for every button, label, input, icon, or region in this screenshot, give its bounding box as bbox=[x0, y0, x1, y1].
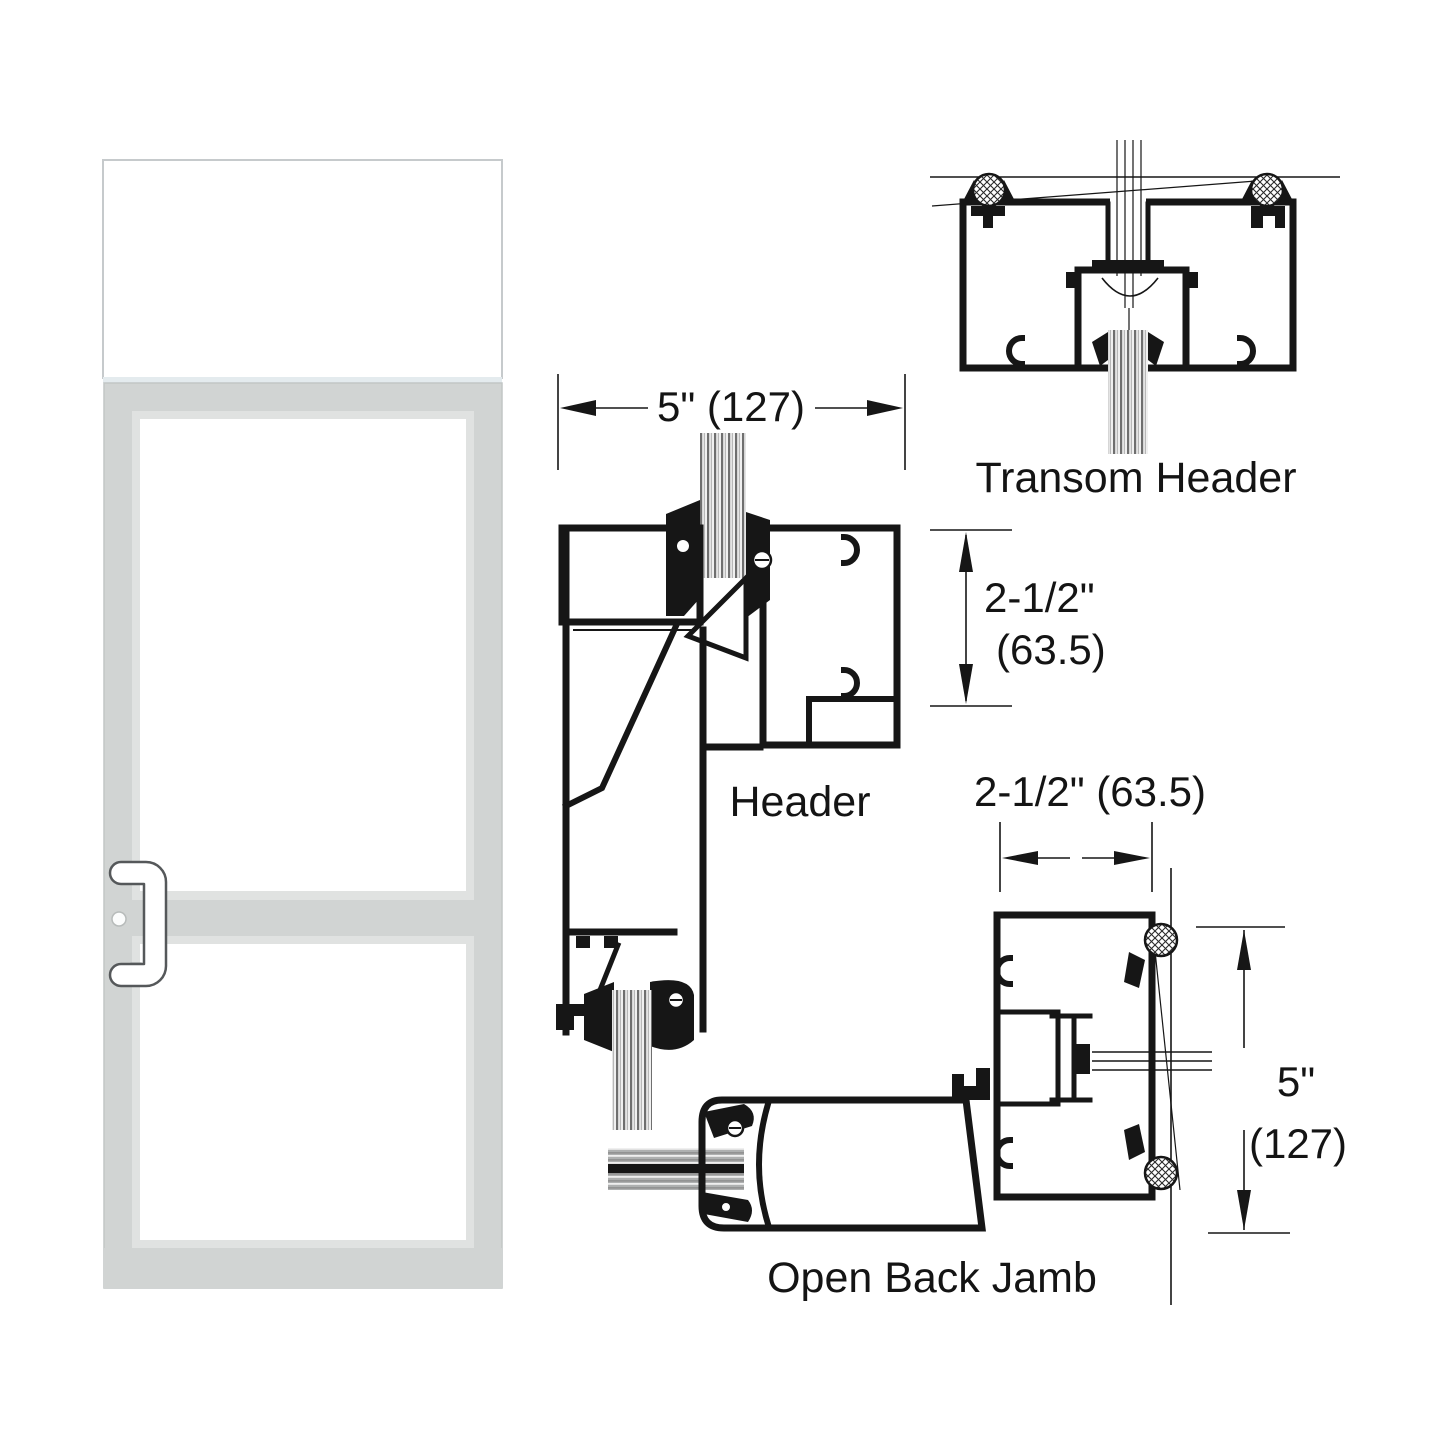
glazing-clip-left bbox=[971, 206, 1005, 228]
lock-cylinder bbox=[111, 911, 127, 927]
open-back-jamb-label: Open Back Jamb bbox=[767, 1254, 1097, 1302]
door-glass-bottom bbox=[140, 944, 466, 1240]
glass-plane-lines bbox=[1092, 1051, 1212, 1071]
door-pull-handle bbox=[108, 860, 168, 988]
jamb-width-text: 2-1/2" (63.5) bbox=[974, 768, 1206, 815]
header-width-text: 5" (127) bbox=[657, 383, 805, 430]
door-bottom-rail bbox=[104, 1248, 502, 1288]
header-profile bbox=[556, 500, 901, 1052]
header-width-dimension: 5" (127) bbox=[557, 374, 906, 470]
door-stile-section bbox=[608, 1096, 986, 1232]
jamb-door-clip bbox=[952, 1068, 990, 1100]
door-elevation bbox=[102, 159, 503, 1289]
header-door-glass bbox=[612, 990, 652, 1130]
jamb-gasket-top bbox=[1143, 922, 1179, 958]
door-mid-rail bbox=[132, 900, 474, 936]
transom-header-detail: Transom Header bbox=[930, 140, 1340, 502]
jamb-sightline bbox=[1151, 921, 1181, 1191]
header-detail: 5" (127) bbox=[556, 374, 1106, 1130]
jamb-profile bbox=[952, 911, 1212, 1201]
header-transom-glass bbox=[700, 433, 746, 578]
jamb-width-dimension: 2-1/2" (63.5) bbox=[974, 768, 1206, 892]
screw-boss bbox=[1236, 334, 1256, 368]
jamb-height-inches: 5" bbox=[1277, 1058, 1315, 1105]
transom-header-label: Transom Header bbox=[975, 454, 1296, 502]
header-height-mm: (63.5) bbox=[996, 626, 1106, 673]
transom-glazing-lines bbox=[1116, 140, 1142, 332]
transom-panel bbox=[102, 159, 503, 379]
gasket-left bbox=[971, 172, 1007, 208]
gasket-right bbox=[1249, 172, 1285, 208]
glazing-clip-right bbox=[1251, 206, 1285, 228]
open-back-jamb-detail: 2-1/2" (63.5) bbox=[608, 768, 1347, 1305]
header-label: Header bbox=[729, 778, 870, 826]
screw-boss bbox=[1006, 334, 1026, 368]
jamb-gasket-bottom bbox=[1143, 1155, 1179, 1191]
jamb-height-mm: (127) bbox=[1249, 1120, 1347, 1167]
transom-sill-line bbox=[103, 377, 502, 383]
transom-gaskets bbox=[962, 172, 1294, 208]
header-height-inches: 2-1/2" bbox=[984, 574, 1095, 621]
jamb-height-dimension: 5" (127) bbox=[1196, 926, 1347, 1234]
door-glass-top bbox=[140, 419, 466, 891]
header-height-dimension: 2-1/2" (63.5) bbox=[930, 529, 1106, 707]
transom-glass bbox=[1108, 330, 1148, 454]
